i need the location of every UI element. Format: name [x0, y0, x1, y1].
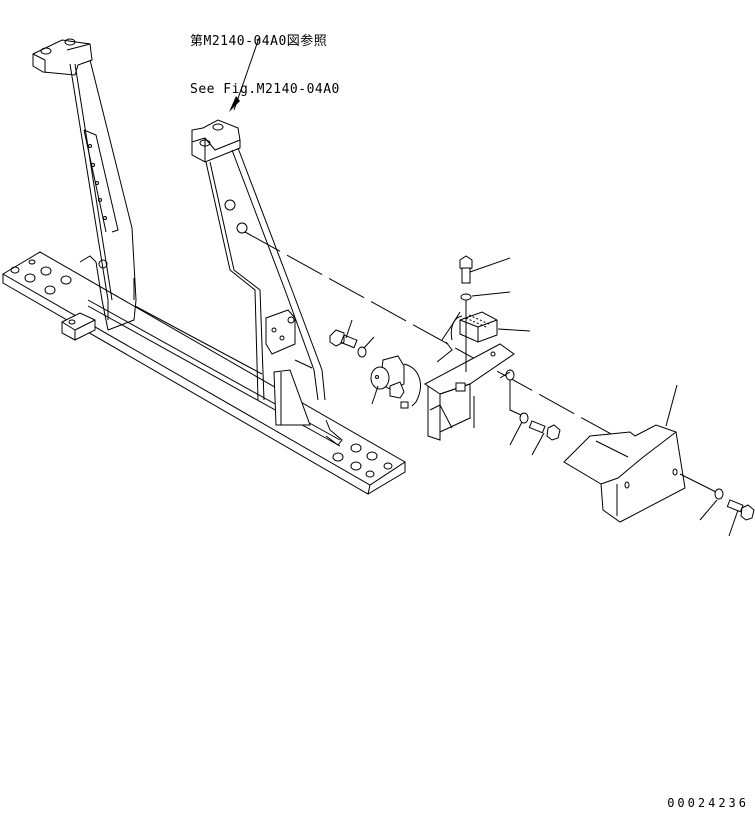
frame-base [2, 251, 406, 495]
front-upright [191, 119, 343, 446]
assembly-centerline [244, 231, 681, 473]
reference-note-ja: 第M2140-04A0図参照 [190, 34, 328, 49]
reference-note: 第M2140-04A0図参照 See Fig.M2140-04A0 [190, 2, 340, 114]
rear-upright [32, 38, 137, 331]
switch-bracket [424, 311, 515, 441]
bolt-bracket [528, 420, 561, 456]
limit-switch [450, 311, 531, 343]
bolt-top [459, 255, 511, 284]
bolt-left [329, 319, 358, 349]
figure-id: 00024236 [667, 796, 749, 810]
reference-arrow [229, 37, 260, 112]
washer-bracket [509, 380, 529, 446]
switch-assembly [370, 355, 421, 409]
washer-left [357, 336, 375, 358]
bolt-cover [726, 499, 755, 537]
washer-top [460, 291, 511, 372]
cover [563, 384, 686, 523]
washer-cover [679, 473, 724, 521]
reference-note-en: See Fig.M2140-04A0 [190, 82, 340, 97]
